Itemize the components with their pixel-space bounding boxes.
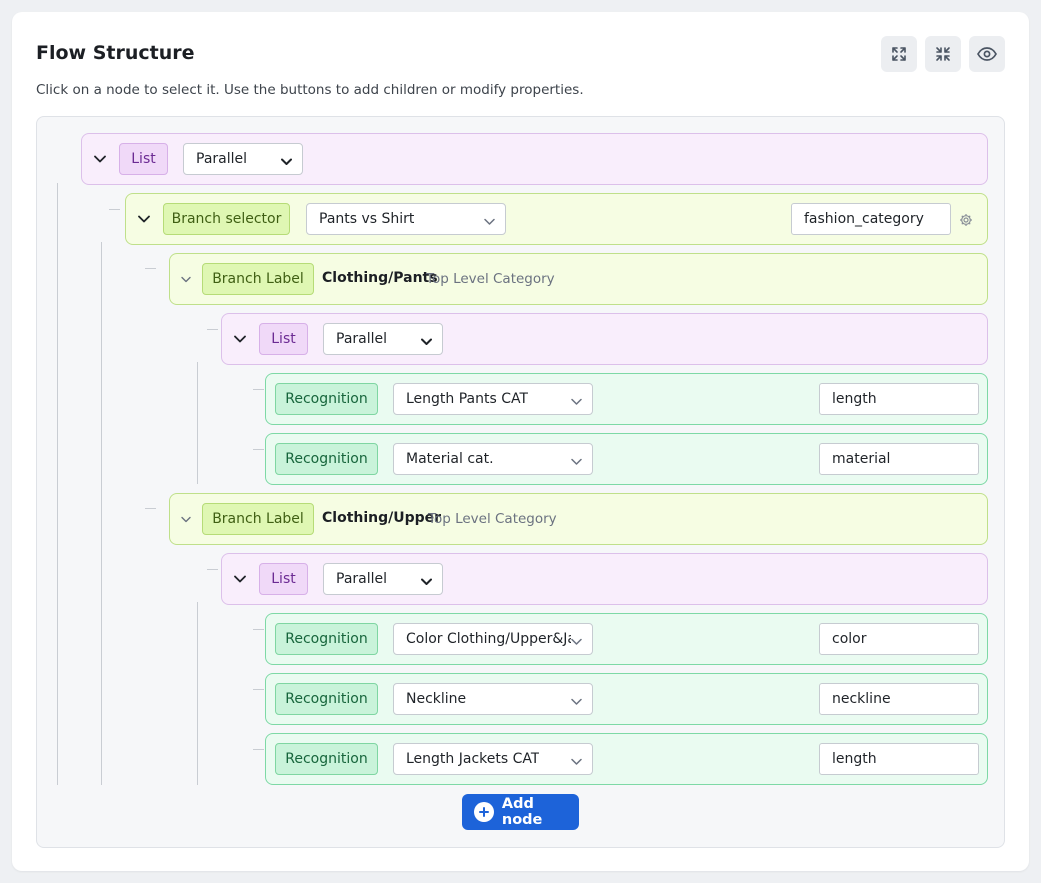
chevron-down-icon: [421, 334, 432, 350]
list-node-upper[interactable]: List Parallel: [221, 553, 988, 605]
recognition-value: Neckline: [406, 691, 467, 707]
recognition-select[interactable]: Color Clothing/Upper&Jac: [393, 623, 593, 655]
chevron-down-icon: [484, 214, 495, 230]
add-node-button[interactable]: Add node: [462, 794, 579, 830]
chevron-down-icon[interactable]: [136, 211, 152, 227]
chevron-down-icon: [571, 634, 582, 650]
recognition-variable-input[interactable]: length: [819, 383, 979, 415]
list-mode-select[interactable]: Parallel: [323, 563, 443, 595]
list-mode-select[interactable]: Parallel: [323, 323, 443, 355]
eye-icon: [977, 47, 997, 61]
tree-connector: [253, 449, 264, 450]
chevron-down-icon[interactable]: [232, 571, 248, 587]
page-title: Flow Structure: [36, 42, 195, 64]
list-tag[interactable]: List: [259, 563, 308, 595]
tree-connector: [145, 508, 156, 509]
recognition-select[interactable]: Length Jackets CAT: [393, 743, 593, 775]
tree-connector: [253, 389, 264, 390]
branch-selector-tag[interactable]: Branch selector: [163, 203, 290, 235]
recognition-value: Length Pants CAT: [406, 391, 529, 407]
tree-connector: [57, 183, 58, 785]
expand-icon: [891, 46, 907, 62]
branch-selector-node[interactable]: Branch selector Pants vs Shirt fashion_c…: [125, 193, 988, 245]
branch-label-tag[interactable]: Branch Label: [202, 503, 314, 535]
recognition-value: Color Clothing/Upper&Jac: [406, 631, 571, 647]
chevron-down-icon: [421, 574, 432, 590]
branch-label-category: Top Level Category: [428, 511, 557, 527]
tree-connector: [253, 749, 264, 750]
recognition-variable-input[interactable]: length: [819, 743, 979, 775]
list-mode-value: Parallel: [336, 571, 388, 587]
tree-connector: [207, 569, 218, 570]
expand-all-button[interactable]: [881, 36, 917, 72]
list-node-root[interactable]: List Parallel: [81, 133, 988, 185]
gear-icon[interactable]: [959, 212, 973, 231]
chevron-down-icon: [281, 154, 292, 170]
chevron-down-icon: [571, 454, 582, 470]
add-node-label: Add node: [501, 796, 543, 828]
branch-label-node-upper[interactable]: Branch Label Clothing/Upper Top Level Ca…: [169, 493, 988, 545]
recognition-node-length-jackets[interactable]: Recognition Length Jackets CAT length: [265, 733, 988, 785]
recognition-node-color[interactable]: Recognition Color Clothing/Upper&Jac col…: [265, 613, 988, 665]
chevron-down-icon[interactable]: [178, 511, 194, 527]
collapse-all-button[interactable]: [925, 36, 961, 72]
recognition-variable-input[interactable]: material: [819, 443, 979, 475]
recognition-variable-input[interactable]: color: [819, 623, 979, 655]
recognition-tag[interactable]: Recognition: [275, 743, 378, 775]
tree-connector: [101, 242, 102, 785]
recognition-variable-input[interactable]: neckline: [819, 683, 979, 715]
recognition-node-length-pants[interactable]: Recognition Length Pants CAT length: [265, 373, 988, 425]
plus-circle-icon: [474, 802, 494, 822]
list-node-pants[interactable]: List Parallel: [221, 313, 988, 365]
recognition-value: Material cat.: [406, 451, 494, 467]
chevron-down-icon[interactable]: [178, 271, 194, 287]
list-tag[interactable]: List: [119, 143, 168, 175]
recognition-tag[interactable]: Recognition: [275, 683, 378, 715]
recognition-select[interactable]: Neckline: [393, 683, 593, 715]
tree-connector: [253, 689, 264, 690]
tree-connector: [145, 268, 156, 269]
tree-connector: [207, 329, 218, 330]
branch-variable-input[interactable]: fashion_category: [791, 203, 951, 235]
recognition-tag[interactable]: Recognition: [275, 443, 378, 475]
chevron-down-icon[interactable]: [92, 151, 108, 167]
chevron-down-icon: [571, 694, 582, 710]
collapse-icon: [935, 46, 951, 62]
chevron-down-icon: [571, 754, 582, 770]
branch-label-name: Clothing/Upper: [322, 510, 442, 526]
branch-label-name: Clothing/Pants: [322, 270, 438, 286]
list-mode-value: Parallel: [196, 151, 248, 167]
list-mode-select[interactable]: Parallel: [183, 143, 303, 175]
recognition-tag[interactable]: Recognition: [275, 383, 378, 415]
branch-label-category: Top Level Category: [426, 271, 555, 287]
chevron-down-icon[interactable]: [232, 331, 248, 347]
branch-label-tag[interactable]: Branch Label: [202, 263, 314, 295]
page-subtitle: Click on a node to select it. Use the bu…: [36, 82, 584, 98]
branch-selector-value: Pants vs Shirt: [319, 211, 415, 227]
list-mode-value: Parallel: [336, 331, 388, 347]
tree-connector: [197, 362, 198, 484]
tree-connector: [197, 602, 198, 785]
recognition-node-material[interactable]: Recognition Material cat. material: [265, 433, 988, 485]
recognition-node-neckline[interactable]: Recognition Neckline neckline: [265, 673, 988, 725]
recognition-value: Length Jackets CAT: [406, 751, 540, 767]
chevron-down-icon: [571, 394, 582, 410]
list-tag[interactable]: List: [259, 323, 308, 355]
recognition-select[interactable]: Length Pants CAT: [393, 383, 593, 415]
branch-label-node-pants[interactable]: Branch Label Clothing/Pants Top Level Ca…: [169, 253, 988, 305]
branch-selector-select[interactable]: Pants vs Shirt: [306, 203, 506, 235]
recognition-tag[interactable]: Recognition: [275, 623, 378, 655]
tree-connector: [253, 629, 264, 630]
recognition-select[interactable]: Material cat.: [393, 443, 593, 475]
preview-button[interactable]: [969, 36, 1005, 72]
tree-connector: [109, 209, 120, 210]
